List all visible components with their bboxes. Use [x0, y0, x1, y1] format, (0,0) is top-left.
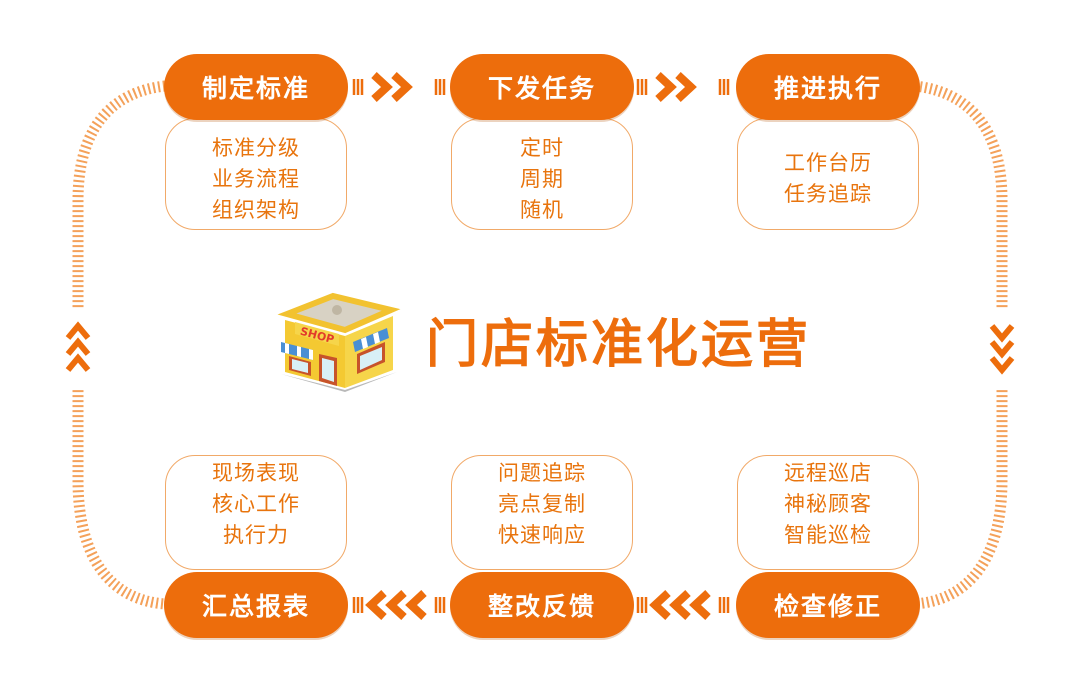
- step-6-label: 汇总报表: [164, 572, 348, 638]
- step-5-label: 整改反馈: [450, 572, 634, 638]
- step-5-item-3: 快速响应: [498, 523, 586, 547]
- step-6-item-3: 执行力: [223, 523, 289, 547]
- step-4-label: 检查修正: [736, 572, 920, 638]
- step-4-item-2: 神秘顾客: [784, 492, 872, 516]
- step-card-5: 问题追踪 亮点复制 快速响应: [451, 455, 633, 570]
- step-1-label: 制定标准: [164, 54, 348, 120]
- step-5-item-2: 亮点复制: [498, 492, 586, 516]
- double-chevron-right-icon: [636, 72, 730, 102]
- step-3-item-1: 工作台历: [784, 151, 872, 175]
- double-chevron-down-icon: [989, 324, 1015, 375]
- step-3-label: 推进执行: [736, 54, 920, 120]
- double-chevron-up-icon: [65, 321, 91, 372]
- step-card-4: 远程巡店 神秘顾客 智能巡检: [737, 455, 919, 570]
- shop-building-icon: SHOP: [277, 292, 401, 392]
- step-6-item-2: 核心工作: [212, 492, 300, 516]
- step-card-1: 标准分级 业务流程 组织架构: [165, 118, 347, 230]
- step-2-item-2: 周期: [520, 166, 564, 191]
- step-5-item-1: 问题追踪: [498, 461, 586, 485]
- step-1-item-2: 业务流程: [212, 166, 300, 191]
- step-2-item-1: 定时: [520, 135, 564, 160]
- double-chevron-left-icon: [352, 590, 446, 620]
- step-2-item-3: 随机: [520, 197, 564, 222]
- step-3-item-2: 任务追踪: [784, 182, 872, 206]
- step-1-item-1: 标准分级: [212, 135, 300, 160]
- step-card-6: 现场表现 核心工作 执行力: [165, 455, 347, 570]
- diagram-title: 门店标准化运营: [426, 315, 812, 375]
- step-card-3: 工作台历 任务追踪: [737, 118, 919, 230]
- step-card-2: 定时 周期 随机: [451, 118, 633, 230]
- step-1-item-3: 组织架构: [212, 197, 300, 222]
- step-6-item-1: 现场表现: [212, 461, 300, 485]
- step-4-item-1: 远程巡店: [784, 461, 872, 485]
- step-4-item-3: 智能巡检: [784, 523, 872, 547]
- double-chevron-right-icon: [352, 72, 446, 102]
- double-chevron-left-icon: [636, 590, 730, 620]
- step-2-label: 下发任务: [450, 54, 634, 120]
